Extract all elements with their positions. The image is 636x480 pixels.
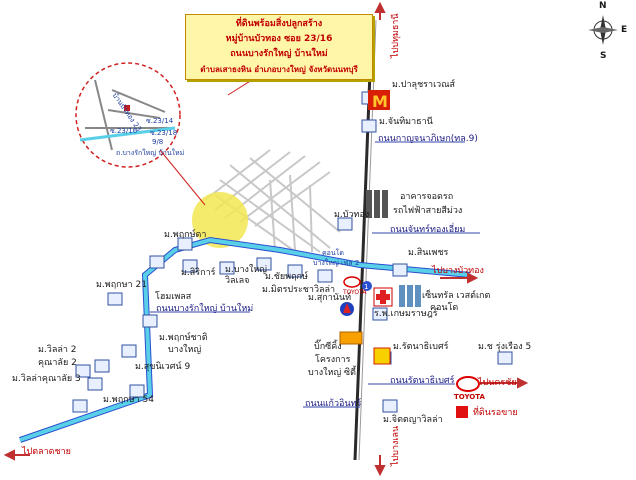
- toyota-label: TOYOTA: [454, 393, 485, 401]
- village-icons: [72, 91, 513, 413]
- place-label: ม.จันทิมาธานี: [379, 117, 433, 127]
- place-label: ม.ช รุ่งเรือง 5: [478, 342, 532, 352]
- place-label: คุณาลัย 2: [38, 358, 77, 368]
- road-to-bangbuathong-label: ไปบางบัวทอง: [432, 266, 484, 276]
- place-label: ม.สิริการ์: [181, 268, 216, 278]
- hospital-icon: [373, 287, 393, 307]
- place-label: รถไฟฟ้าสายสีม่วง: [393, 206, 463, 216]
- place-label: อาคารจอดรถ: [400, 192, 454, 202]
- place-label: เซ็นทรัล เวสต์เกต: [422, 291, 491, 301]
- place-label: ม.บัวทอง: [334, 210, 370, 220]
- place-label: บางใหญ่: [168, 345, 202, 355]
- inset-map: [75, 62, 181, 168]
- road-bangrakyai-label: ถนนบางรักใหญ่ บ้านใหม่: [156, 304, 254, 314]
- place-label: บางใหญ่ ซิตี้: [308, 368, 356, 378]
- place-label: วิลเลจ: [225, 276, 250, 286]
- target-highlight: [192, 192, 248, 248]
- title-box: ที่ดินพร้อมสิ่งปลูกสร้าง หมู่บ้านบัวทอง …: [185, 14, 373, 80]
- place-label: ร.พ.เกษมราษฎร์: [374, 309, 438, 319]
- bigc-icon: [339, 331, 363, 345]
- place-label: ม.พฤกษา 54: [103, 395, 154, 405]
- inset-soi1-label: ซ.23/14: [146, 117, 174, 125]
- road-kanchanaphisek-label: ถนนกาญจนาภิเษก(ทล.9): [378, 134, 478, 144]
- land-for-sale-label: ที่ดินรอขาย: [473, 408, 518, 418]
- toyota-small-label: TOYOTA: [343, 289, 367, 296]
- title-line-4: ตำบลเสาธงหิน อำเภอบางใหญ่ จังหวัดนนทบุรี: [200, 65, 358, 74]
- place-label: โฮมเพลส: [155, 292, 192, 302]
- road-arrows: [3, 1, 529, 477]
- place-label: ม.สุขนิเวศน์ 9: [135, 362, 191, 372]
- place-label: ม.บางใหญ่: [225, 265, 267, 275]
- place-label: ม.รัตนาธิเบศร์: [393, 342, 449, 352]
- title-line-2: หมู่บ้านบัวทอง ซอย 23/16: [225, 34, 333, 44]
- land-marker-icon: [456, 406, 468, 418]
- road-chanthong-label: ถนนจันทร์ทองเอี่ยม: [390, 225, 466, 235]
- place-label: ม.วิลล่า 2: [38, 345, 77, 355]
- place-label: โครงการ: [315, 355, 351, 365]
- toyota-icon: [343, 276, 480, 392]
- road-to-talatchai-label: ไปตลาดชาย: [22, 447, 71, 457]
- inset-pointer: [159, 149, 206, 206]
- compass-icon: [588, 15, 618, 45]
- road-to-banglen-label: ไปบางเลน: [391, 425, 401, 466]
- inset-soi2-label: ซ.23/16: [110, 127, 138, 135]
- station-number-label: 1: [364, 283, 369, 291]
- station-marker-icon: [362, 281, 372, 291]
- inset-soi4-label: 9/8: [152, 138, 164, 146]
- road-rattanathibet-label: ถนนรัตนาธิเบศร์: [390, 376, 455, 386]
- svg-text:M: M: [372, 92, 388, 111]
- place-label: ม.วิลล่าคุณาลัย 3: [12, 374, 81, 384]
- project-icon: [373, 347, 391, 365]
- place-label: ม.มิตรประชาวิลล่า: [262, 285, 336, 295]
- title-line-3: ถนนบางรักใหญ่ บ้านใหม่: [230, 49, 328, 59]
- road-kaewintr-label: ถนนแก้วอินทร์: [305, 399, 362, 409]
- place-label: ม.ชัยพฤกษ์: [265, 272, 308, 282]
- place-label: คอนโด: [430, 303, 459, 313]
- place-label: ม.พฤกษ์ชาติ: [159, 333, 208, 343]
- compass-s-label: S: [600, 51, 607, 61]
- mcdonalds-icon: M: [368, 90, 390, 111]
- place-label: ม.พฤกษ์ดา: [164, 230, 207, 240]
- place-label: ม.สินเพชร: [408, 248, 449, 258]
- place-label: ม.สุกานันท์: [308, 293, 352, 303]
- place-label: บิ๊กซีคิ้ง: [314, 342, 342, 352]
- title-pointer: [227, 77, 256, 96]
- road-to-pathum-label: ไปปทุมธานี: [391, 13, 401, 58]
- building-icon: [366, 190, 421, 307]
- residential-grid: [204, 149, 341, 256]
- place-label: ม.ปาลุชราเวณส์: [392, 80, 456, 90]
- place-label: ม.จิตตญาวิลล่า: [383, 415, 443, 425]
- road-leaders: [150, 141, 480, 408]
- gas-station-icon: [340, 302, 354, 316]
- main-road-vertical: [353, 19, 377, 461]
- inset-soi3-label: ซ.23/18: [150, 129, 178, 137]
- title-line-1: ที่ดินพร้อมสิ่งปลูกสร้าง: [235, 19, 323, 29]
- compass-e-label: E: [621, 25, 628, 35]
- place-label: บางใหญ่ เฟส 2: [313, 259, 360, 267]
- place-label: ม.พฤกษา 21: [96, 280, 147, 290]
- compass-n-label: N: [599, 1, 607, 11]
- road-to-nakhonchai-label: ไปนครชัย: [478, 378, 517, 388]
- place-label: คอนโด: [322, 249, 344, 257]
- inset-bangrak-label: ถ.บางรักใหญ่ บ้านใหม่: [116, 149, 185, 157]
